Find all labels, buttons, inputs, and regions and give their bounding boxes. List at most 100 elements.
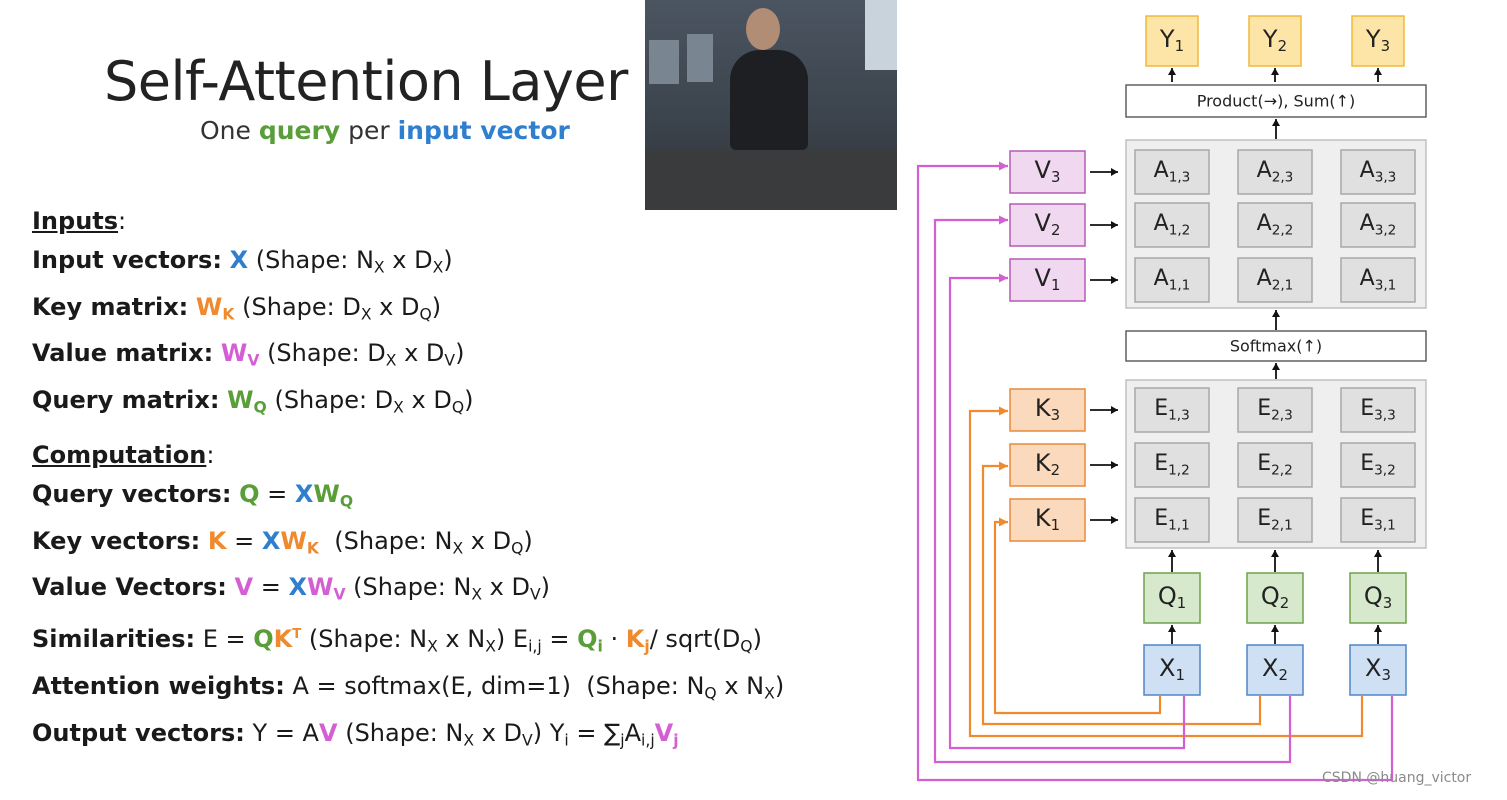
q-box-2-label: Q2 [1261, 582, 1289, 612]
a-cell-1-3-label: A1,3 [1154, 158, 1191, 186]
yi-formula: Yi = ∑jAi,jVj [549, 718, 679, 750]
wire-x1-to-v1-head [999, 273, 1008, 283]
q-box-3-rect [1349, 572, 1407, 624]
slide-title: Self-Attention Layer [104, 50, 628, 113]
v-box-3-rect [1009, 150, 1086, 194]
a-cell-3-1-label: A3,1 [1360, 266, 1397, 294]
symbol-wv: WV [306, 573, 346, 605]
k-box-2: K2 [1009, 443, 1086, 487]
k-box-3-rect [1009, 388, 1086, 432]
e-cell-1-1: E1,1 [1134, 497, 1210, 543]
arrow-x-to-q-1-head [1168, 625, 1176, 632]
y-box-2: Y2 [1248, 15, 1302, 67]
a-cell-1-2-rect [1134, 202, 1210, 248]
arrow-k-to-e-2-head [1111, 461, 1118, 469]
output-vectors-line: Output vectors: Y = AV (Shape: NX x DV) … [32, 714, 784, 761]
e-cell-3-2-label: E3,2 [1360, 451, 1396, 479]
line-label: Value Vectors: [32, 573, 227, 602]
arrow-softmax-to-a-head [1272, 310, 1280, 317]
q-box-2-rect [1246, 572, 1304, 624]
output-expr: Y = AV [252, 718, 338, 747]
x-box-1: X1 [1143, 644, 1201, 696]
y-box-3-label: Y3 [1365, 25, 1390, 55]
cam-wall-paper [649, 40, 679, 84]
product-sum-label: Product(→), Sum(↑) [1197, 92, 1356, 111]
softmax-expr: A = softmax(E, dim=1) [292, 671, 571, 700]
arrow-q-to-e-3-head [1374, 550, 1382, 557]
v-box-1-label: V1 [1035, 264, 1061, 294]
wire-x3-to-k3 [968, 409, 1364, 738]
a-cell-1-3-rect [1134, 149, 1210, 195]
wire-x3-to-k3-head [999, 406, 1008, 416]
k-box-3: K3 [1009, 388, 1086, 432]
a-cell-2-3-label: A2,3 [1257, 158, 1294, 186]
inputs-section: Inputs: Input vectors: X (Shape: NX x DX… [32, 202, 473, 428]
cam-window [865, 0, 897, 70]
a-cell-2-1-label: A2,1 [1257, 266, 1294, 294]
e-cell-3-2-rect [1340, 442, 1416, 488]
a-cell-1-2-label: A1,2 [1154, 211, 1191, 239]
e-cell-1-3-label: E1,3 [1154, 396, 1190, 424]
inputs-colon: : [118, 207, 127, 235]
symbol-wq: WQ [313, 480, 354, 511]
line-label: Key vectors: [32, 526, 201, 555]
e-cell-1-2-rect [1134, 442, 1210, 488]
shape-text: (Shape: NQ x NX) [586, 671, 785, 703]
equals: = [253, 573, 289, 602]
k-box-1-rect [1009, 498, 1086, 542]
arrow-q-to-e-2-head [1271, 550, 1279, 557]
similarities-line: Similarities: E = QKT (Shape: NX x NX) E… [32, 615, 784, 667]
symbol-q: Q [253, 625, 274, 654]
a-cell-3-2-rect [1340, 202, 1416, 248]
watermark: CSDN @huang_victor [1322, 770, 1472, 786]
diagram-wires [916, 161, 1394, 782]
line-label: Attention weights: [32, 671, 285, 700]
a-cell-3-3-label: A3,3 [1360, 158, 1397, 186]
value-matrix-line: Value matrix: WV (Shape: DX x DV) [32, 334, 473, 381]
a-cell-2-2-rect [1237, 202, 1313, 248]
e-cell-2-2: E2,2 [1237, 442, 1313, 488]
arrow-x-to-q-2-head [1271, 625, 1279, 632]
inputs-heading: Inputs [32, 207, 119, 235]
query-matrix-line: Query matrix: WQ (Shape: DX x DQ) [32, 381, 473, 428]
equals: = [226, 526, 262, 555]
a-cell-1-1-rect [1134, 257, 1210, 303]
arrow-q-to-e-1-head [1168, 550, 1176, 557]
y-box-3-rect [1351, 15, 1405, 67]
line-label: Query vectors: [32, 480, 232, 508]
e-cell-2-1-rect [1237, 497, 1313, 543]
wire-x1-to-k1-head [999, 517, 1008, 527]
lecturer-webcam-image [645, 0, 897, 210]
q-box-3-label: Q3 [1364, 582, 1392, 612]
v-box-3-label: V3 [1035, 156, 1061, 186]
a-cell-1-3: A1,3 [1134, 149, 1210, 195]
a-cell-3-1: A3,1 [1340, 257, 1416, 303]
computation-heading: Computation [32, 441, 207, 469]
k-box-3-label: K3 [1035, 394, 1060, 424]
key-matrix-line: Key matrix: WK (Shape: DX x DQ) [32, 288, 473, 335]
v-box-3: V3 [1009, 150, 1086, 194]
arrow-to-y-1-head [1168, 68, 1176, 75]
line-label: Output vectors: [32, 718, 245, 747]
arrow-k-to-e-1-head [1111, 406, 1118, 414]
shape-text: (Shape: DX x DQ) [242, 292, 442, 324]
a-cell-1-1: A1,1 [1134, 257, 1210, 303]
diagram-arrows [1090, 68, 1382, 644]
v-box-2-label: V2 [1035, 209, 1061, 239]
x-box-2-label: X2 [1262, 654, 1288, 684]
inputs-heading-line: Inputs: [32, 202, 473, 241]
x-box-3-rect [1349, 644, 1407, 696]
wire-x2-to-k2-head [999, 461, 1008, 471]
arrow-v-to-a-2-head [1111, 221, 1118, 229]
symbol-q: Q [239, 480, 260, 508]
arrow-k-to-e-3-head [1111, 516, 1118, 524]
eij-formula: Ei,j = Qi · Kj/ sqrt(DQ) [512, 625, 762, 656]
x-box-3-label: X3 [1365, 654, 1391, 684]
y-box-3: Y3 [1351, 15, 1405, 67]
wire-x2-to-v2-head [999, 215, 1008, 225]
line-label: Similarities: [32, 625, 196, 654]
arrow-to-y-2-head [1271, 68, 1279, 75]
v-box-2: V2 [1009, 203, 1086, 247]
